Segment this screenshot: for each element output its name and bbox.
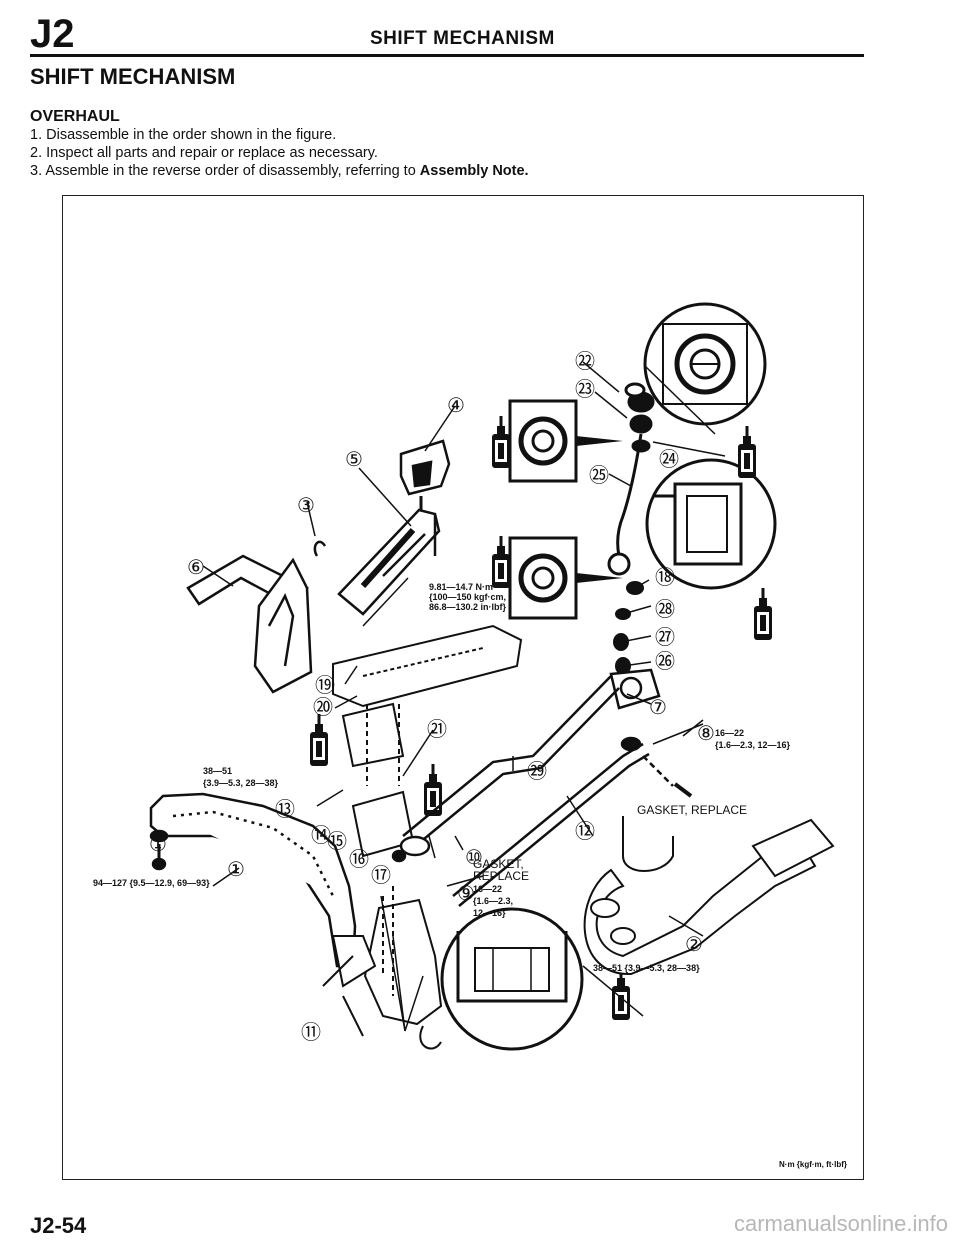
gear-lever-base	[609, 668, 661, 710]
callout-5: ⑤	[345, 449, 363, 471]
callout-20: ⑳	[313, 696, 333, 719]
units-legend: N·m {kgf·m, ft·lbf}	[779, 1160, 847, 1169]
torque-9-line3: 12—16}	[473, 908, 506, 918]
torque-8-line1: 16—22	[715, 728, 744, 738]
callout-25: ㉕	[589, 464, 609, 487]
callout-26: ㉖	[655, 650, 675, 673]
callout-16: ⑯	[349, 848, 369, 871]
grease-icon	[310, 714, 328, 766]
console-upper	[337, 508, 441, 616]
callout-15: ⑮	[327, 830, 347, 853]
callout-23: ㉓	[575, 378, 595, 401]
torque-1: 94—127 {9.5—12.9, 69—93}	[93, 878, 210, 888]
bushing-box-upper	[508, 399, 623, 483]
exploded-view-figure: ① ① ② ③ ④ ⑤ ⑥ ⑦ ⑧ ⑨ ⑩ ⑪ ⑫ ⑬ ⑭ ⑮ ⑯ ⑰ ⑱ ⑲ …	[62, 195, 864, 1180]
callout-8: ⑧	[697, 723, 715, 745]
gasket-replace-note-2-line1: GASKET,	[473, 857, 524, 871]
shift-lever-small-parts	[613, 581, 644, 675]
callout-9: ⑨	[457, 883, 475, 905]
grease-icon	[492, 536, 510, 588]
change-rod	[452, 736, 693, 907]
callout-13: ⑬	[275, 798, 295, 821]
callout-19: ⑲	[315, 674, 335, 697]
bracket-detail-circle	[645, 458, 777, 590]
gasket-replace-note-1: GASKET, REPLACE	[637, 803, 747, 817]
torque-13-line1: 38—51	[203, 766, 232, 776]
insulator-detail-circle	[440, 907, 584, 1051]
bushing-box-lower	[508, 536, 623, 620]
grease-icon	[492, 416, 510, 468]
torque-lever-line3: 86.8—130.2 in·lbf}	[429, 602, 507, 612]
callout-27: ㉗	[655, 626, 675, 649]
assembly-note-reference: Assembly Note.	[419, 163, 529, 179]
transmission-case	[322, 886, 443, 1050]
running-title: SHIFT MECHANISM	[370, 28, 555, 49]
shift-boot-bracket	[186, 540, 327, 694]
exhaust-pipe	[583, 816, 835, 976]
callout-2: ②	[685, 934, 703, 956]
callout-18: ⑱	[655, 566, 675, 589]
torque-lever-line1: 9.81—14.7 N·m	[429, 582, 493, 592]
grease-icon	[738, 426, 756, 478]
page-number: J2-54	[30, 1213, 87, 1238]
instruction-list: 1. Disassemble in the order shown in the…	[30, 126, 529, 180]
callout-1-arm: ①	[227, 859, 245, 881]
page-title: SHIFT MECHANISM	[30, 64, 236, 89]
grease-icon	[424, 764, 442, 816]
callout-14: ⑭	[311, 824, 331, 847]
gasket-notes: GASKET, REPLACE GASKET, REPLACE	[473, 803, 747, 883]
instruction-step: 1. Disassemble in the order shown in the…	[30, 127, 337, 143]
leader-lines	[202, 361, 726, 1032]
callout-17: ⑰	[371, 864, 391, 887]
callout-6: ⑥	[187, 557, 205, 579]
boot-detail-circle	[643, 302, 767, 426]
callout-1: ①	[149, 834, 167, 856]
instruction-step: 3. Assemble in the reverse order of disa…	[30, 162, 529, 180]
callout-29: ㉙	[527, 760, 547, 783]
instruction-step: 2. Inspect all parts and repair or repla…	[30, 145, 378, 161]
grease-icon	[612, 968, 630, 1020]
instruction-step-text: 3. Assemble in the reverse order of disa…	[30, 163, 420, 179]
callout-4: ④	[447, 395, 465, 417]
callout-11: ⑪	[301, 1021, 321, 1044]
gasket-replace-note-2-line2: REPLACE	[473, 869, 529, 883]
watermark: carmanualsonline.info	[733, 1211, 948, 1236]
shift-lever	[607, 382, 655, 576]
torque-8-line2: {1.6—2.3, 12—16}	[715, 740, 791, 750]
callout-10: ⑩	[465, 847, 483, 869]
callout-7: ⑦	[649, 697, 667, 719]
page-header: J2 SHIFT MECHANISM	[30, 14, 864, 57]
torque-9-line1: 16—22	[473, 884, 502, 894]
section-subhead: OVERHAUL	[30, 108, 120, 125]
shift-knob	[399, 439, 451, 516]
callout-21: ㉑	[427, 718, 447, 741]
grease-icon	[754, 588, 772, 640]
torque-specs: 9.81—14.7 N·m {100—150 kgf·cm, 86.8—130.…	[93, 582, 791, 973]
callout-numbers: ① ① ② ③ ④ ⑤ ⑥ ⑦ ⑧ ⑨ ⑩ ⑪ ⑫ ⑬ ⑭ ⑮ ⑯ ⑰ ⑱ ⑲ …	[149, 350, 715, 1044]
torque-exhaust: 38—51 {3.9—5.3, 28—38}	[593, 963, 700, 973]
callout-22: ㉒	[575, 350, 595, 373]
torque-9-line2: {1.6—2.3,	[473, 896, 513, 906]
callout-3: ③	[297, 495, 315, 517]
callout-24: ㉔	[659, 448, 679, 471]
callout-12: ⑫	[575, 820, 595, 843]
torque-lever-line2: {100—150 kgf·cm,	[429, 592, 506, 602]
callout-28: ㉘	[655, 598, 675, 621]
console-lower	[332, 624, 523, 858]
crossmember	[149, 792, 357, 968]
section-code: J2	[30, 12, 75, 56]
shift-mechanism-illustration: ① ① ② ③ ④ ⑤ ⑥ ⑦ ⑧ ⑨ ⑩ ⑪ ⑫ ⑬ ⑭ ⑮ ⑯ ⑰ ⑱ ⑲ …	[93, 302, 835, 1051]
torque-13-line2: {3.9—5.3, 28—38}	[203, 778, 279, 788]
